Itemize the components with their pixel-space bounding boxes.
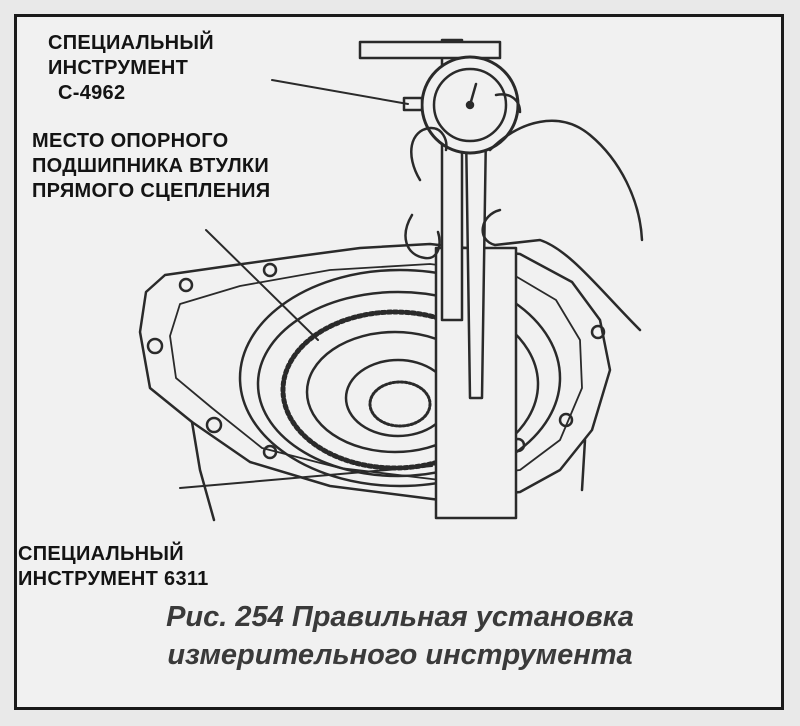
label-line: С-4962 bbox=[58, 82, 126, 104]
splined-bore bbox=[368, 380, 432, 428]
leader-line-c4962 bbox=[271, 79, 409, 105]
leader-line-bearing bbox=[205, 229, 319, 341]
label-line: МЕСТО ОПОРНОГО bbox=[32, 130, 229, 152]
clutch-drum-outer bbox=[238, 268, 562, 488]
label-line: ПРЯМОГО СЦЕПЛЕНИЯ bbox=[32, 180, 271, 202]
bolt-hole bbox=[205, 416, 223, 434]
label-line: ИНСТРУМЕНТ 6311 bbox=[18, 568, 209, 590]
bolt-hole bbox=[590, 324, 606, 340]
bolt-hole bbox=[558, 412, 574, 428]
label-tool-6311: СПЕЦИАЛЬНЫЙ ИНСТРУМЕНТ 6311 bbox=[18, 542, 209, 592]
bolt-hole bbox=[178, 277, 194, 293]
label-line: СПЕЦИАЛЬНЫЙ bbox=[18, 543, 184, 565]
label-line: ИНСТРУМЕНТ bbox=[48, 57, 189, 79]
clutch-drum-ring bbox=[256, 290, 540, 478]
housing-inner-edge bbox=[169, 263, 583, 481]
hub bbox=[344, 358, 452, 438]
housing-flange bbox=[138, 242, 612, 502]
bolt-hole bbox=[146, 337, 164, 355]
figure-frame bbox=[14, 14, 784, 710]
caliper-probe bbox=[464, 128, 488, 400]
hand bbox=[404, 119, 644, 332]
label-bearing-location: МЕСТО ОПОРНОГО ПОДШИПНИКА ВТУЛКИ ПРЯМОГО… bbox=[32, 129, 270, 204]
label-line: ПОДШИПНИКА ВТУЛКИ bbox=[32, 155, 270, 177]
caption-line: измерительного инструмента bbox=[167, 639, 633, 671]
leader-line-6311 bbox=[179, 465, 433, 489]
figure-caption: Рис. 254 Правильная установка измеритель… bbox=[0, 598, 800, 674]
label-tool-c4962: СПЕЦИАЛЬНЫЙ ИНСТРУМЕНТ С-4962 bbox=[48, 31, 214, 106]
label-line: СПЕЦИАЛЬНЫЙ bbox=[48, 32, 214, 54]
housing-body bbox=[190, 420, 216, 522]
bolt-hole bbox=[262, 262, 278, 278]
caption-line: Рис. 254 Правильная установка bbox=[166, 601, 634, 633]
bolt-hole bbox=[262, 444, 278, 460]
